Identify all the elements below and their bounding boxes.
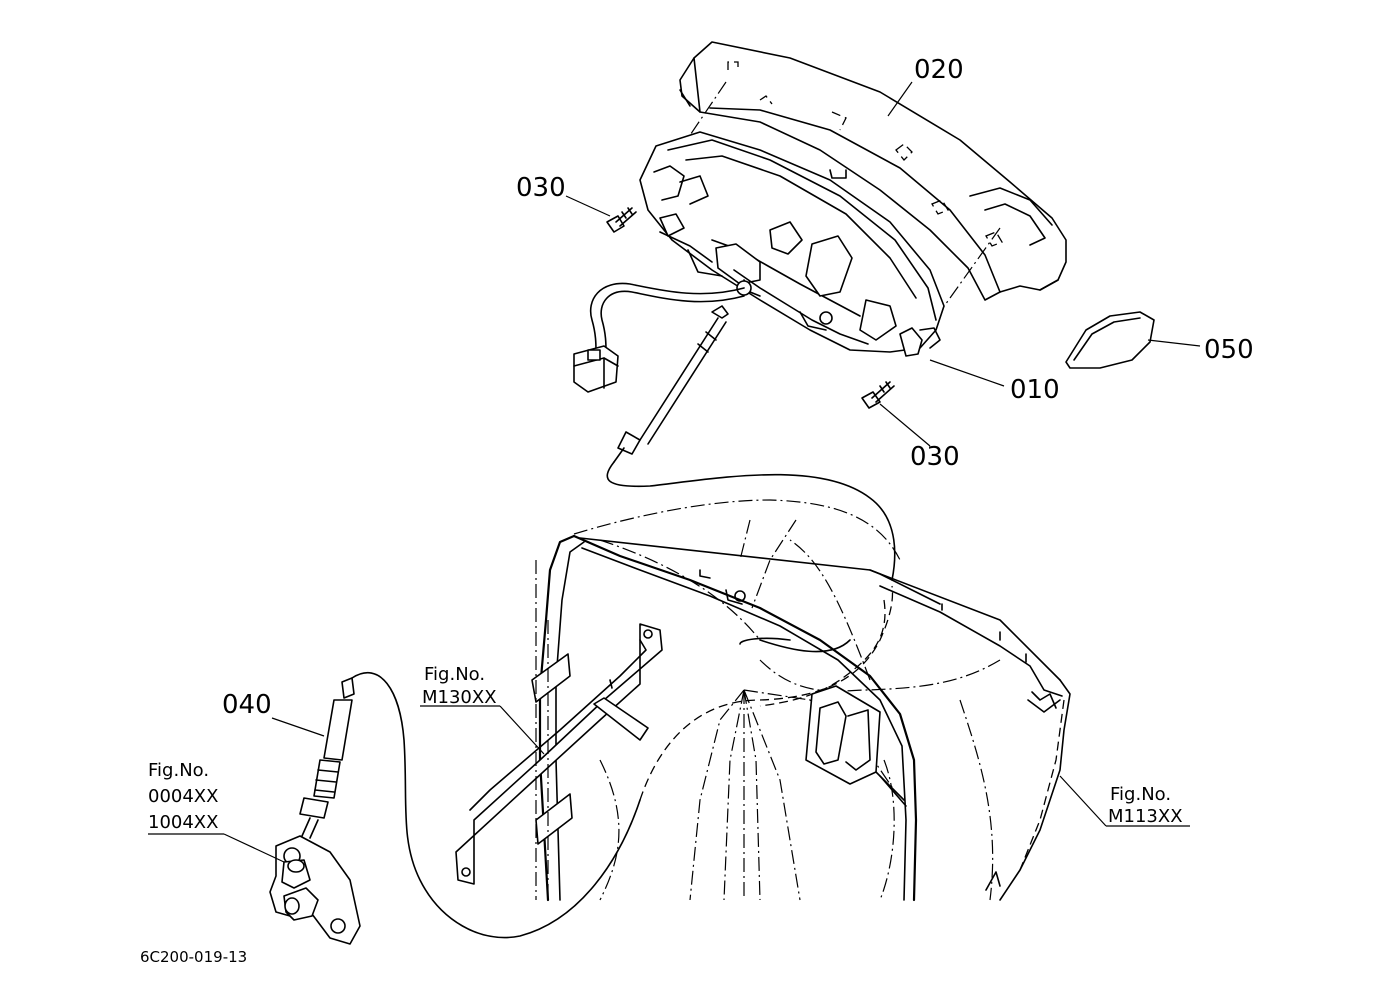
label-030-lower: 030 xyxy=(910,442,960,472)
label-030-upper: 030 xyxy=(516,173,566,203)
fig-ref-m130-line2: M130XX xyxy=(422,687,497,708)
drive-unit-0004xx xyxy=(269,835,361,945)
fig-ref-0004-line1: Fig.No. xyxy=(148,760,209,781)
panel-body-m113 xyxy=(538,499,1071,902)
drawing-code: 6C200-019-13 xyxy=(140,948,247,966)
fig-ref-0004-line3: 1004XX xyxy=(148,812,218,833)
fig-ref-m113-line2: M113XX xyxy=(1108,806,1183,827)
wire-harness-connector xyxy=(573,282,745,393)
label-040: 040 xyxy=(222,690,272,720)
bracket-m130 xyxy=(455,560,663,900)
fig-ref-m113-line1: Fig.No. xyxy=(1110,784,1171,805)
label-010: 010 xyxy=(1010,375,1060,405)
fig-ref-m130-line1: Fig.No. xyxy=(424,664,485,685)
label-050: 050 xyxy=(1204,335,1254,365)
meter-panel-010 xyxy=(639,131,945,357)
screw-030-lower xyxy=(861,381,895,409)
label-020: 020 xyxy=(914,55,964,85)
fig-ref-0004-line2: 0004XX xyxy=(148,786,218,807)
leader-lines xyxy=(148,81,1201,863)
lens-cover-050 xyxy=(1065,311,1155,369)
meter-cable-upper xyxy=(606,305,896,581)
screw-030-upper xyxy=(606,207,637,233)
meter-cable-040 xyxy=(299,585,894,939)
